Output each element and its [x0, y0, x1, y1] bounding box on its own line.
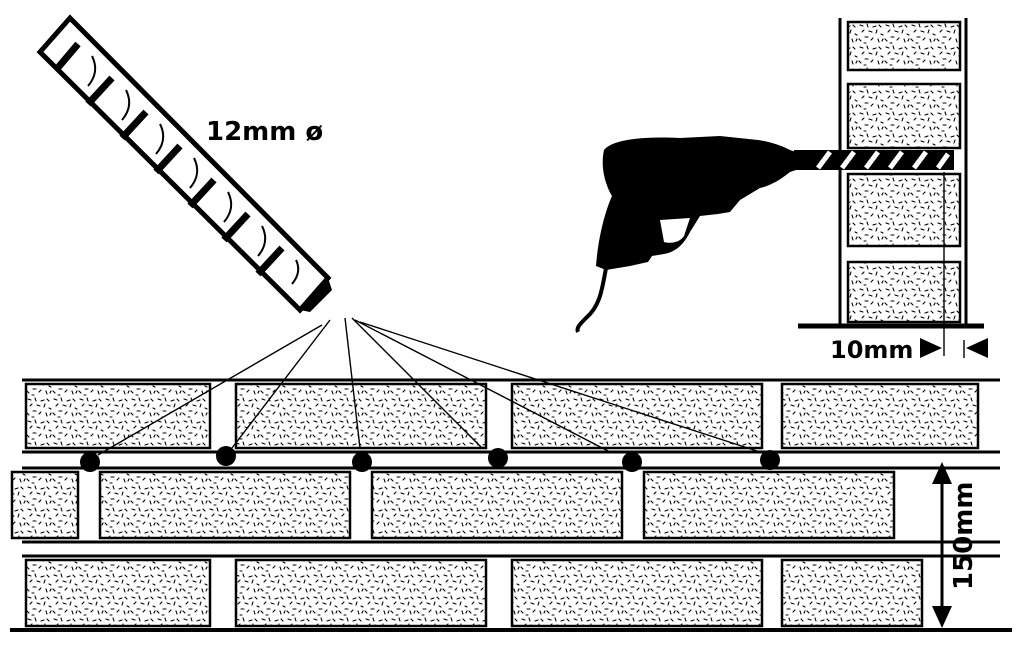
brick — [24, 382, 212, 450]
injection-hole — [622, 452, 642, 472]
drill-bit — [794, 150, 954, 170]
pier-brick — [846, 82, 962, 150]
brick — [24, 558, 212, 628]
brick — [642, 470, 896, 540]
pier-brick — [846, 172, 962, 248]
brick-pier — [798, 18, 984, 329]
brick — [780, 558, 924, 628]
brick — [98, 470, 352, 540]
brick-wall — [10, 378, 1012, 632]
drill-depth-dimension: 10mm — [830, 172, 988, 364]
brick — [510, 382, 764, 450]
injection-hole — [352, 452, 372, 472]
injection-hole — [80, 452, 100, 472]
injection-hole — [216, 446, 236, 466]
brick — [510, 558, 764, 628]
drill-depth-label: 10mm — [830, 336, 913, 364]
brick — [234, 558, 488, 628]
injection-holes — [80, 446, 780, 472]
pier-brick — [846, 20, 962, 72]
injection-hole — [760, 450, 780, 470]
brick — [370, 470, 624, 540]
leader-lines — [97, 317, 761, 456]
brick — [10, 470, 80, 540]
brick — [780, 382, 980, 450]
power-drill-icon — [575, 136, 796, 333]
course-height-dimension: 150mm — [932, 462, 979, 628]
rod-diameter-label: 12mm ø — [206, 117, 323, 147]
injection-hole — [488, 448, 508, 468]
course-height-label: 150mm — [949, 482, 979, 590]
mortar-rod-icon — [36, 14, 332, 314]
pier-brick — [846, 260, 962, 324]
brick — [234, 382, 488, 450]
